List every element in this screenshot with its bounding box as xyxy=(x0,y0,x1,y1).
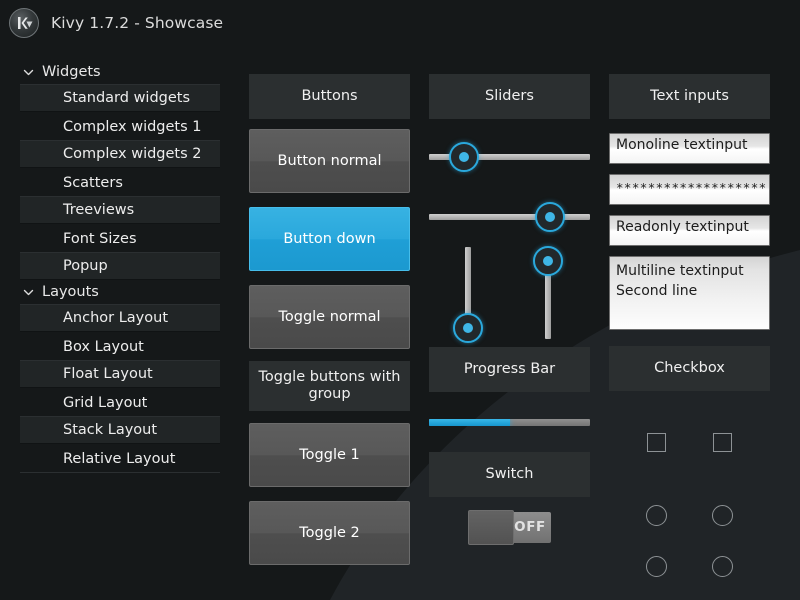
sidebar-item-standard-widgets[interactable]: Standard widgets xyxy=(20,84,220,112)
chevron-down-icon xyxy=(23,289,34,295)
button-down[interactable]: Button down xyxy=(249,207,410,271)
sidebar-group-label: Layouts xyxy=(42,284,99,300)
progress-bar-header: Progress Bar xyxy=(429,347,590,392)
slider-horizontal-2[interactable] xyxy=(429,187,590,247)
password-textinput[interactable]: ******************* xyxy=(609,174,770,205)
slider-track xyxy=(429,154,590,160)
toggle-group-header: Toggle buttons with group xyxy=(249,361,410,411)
slider-track xyxy=(429,214,590,220)
toggle-normal-button[interactable]: Toggle normal xyxy=(249,285,410,349)
sidebar-item-font-sizes[interactable]: Font Sizes xyxy=(63,230,137,247)
sidebar-item-treeviews[interactable]: Treeviews xyxy=(20,196,220,224)
toggle-2-button[interactable]: Toggle 2 xyxy=(249,501,410,565)
radio-button-2[interactable] xyxy=(712,505,734,526)
sidebar-group-layouts[interactable]: Layouts xyxy=(0,280,232,304)
slider-vertical-1[interactable] xyxy=(453,247,483,343)
progress-bar-fill xyxy=(429,418,510,426)
sidebar-group-widgets[interactable]: Widgets xyxy=(0,60,232,84)
radio-row-1 xyxy=(609,505,770,526)
switch-header: Switch xyxy=(429,452,590,497)
sidebar-tree: Widgets Standard widgets Complex widgets… xyxy=(0,60,232,473)
kivy-logo-icon xyxy=(9,8,39,38)
sidebar-item-float-layout[interactable]: Float Layout xyxy=(20,360,220,388)
slider-knob[interactable] xyxy=(449,142,480,172)
checkbox-grid xyxy=(609,433,770,577)
checkbox-row xyxy=(609,433,770,452)
checkbox-2[interactable] xyxy=(713,433,733,452)
switch-toggle[interactable]: OFF xyxy=(468,509,551,545)
sidebar-item-scatters[interactable]: Scatters xyxy=(63,174,123,191)
sidebar-item-complex-widgets-2[interactable]: Complex widgets 2 xyxy=(20,140,220,168)
slider-knob[interactable] xyxy=(534,202,565,232)
radio-button-1[interactable] xyxy=(645,505,667,526)
window-title: Kivy 1.7.2 - Showcase xyxy=(51,14,224,32)
sidebar-item-popup[interactable]: Popup xyxy=(20,252,220,280)
slider-knob[interactable] xyxy=(453,312,483,343)
radio-button-3[interactable] xyxy=(645,556,667,577)
multiline-textinput[interactable]: Multiline textinput Second line xyxy=(609,256,770,330)
switch-state-label: OFF xyxy=(514,519,546,535)
slider-vertical-2[interactable] xyxy=(533,245,563,339)
monoline-textinput[interactable]: Monoline textinput xyxy=(609,133,770,164)
toggle-1-button[interactable]: Toggle 1 xyxy=(249,423,410,487)
showcase-panels: Buttons Button normal Button down Toggle… xyxy=(249,74,789,594)
title-bar: Kivy 1.7.2 - Showcase xyxy=(0,0,800,46)
switch-knob[interactable] xyxy=(468,509,514,545)
progress-bar-wrap xyxy=(429,392,590,452)
checkbox-1[interactable] xyxy=(646,433,666,452)
progress-bar xyxy=(429,418,590,426)
switch-wrap: OFF xyxy=(429,497,590,557)
sliders-column: Sliders Progress B xyxy=(429,74,590,594)
textinputs-column: Text inputs Monoline textinput *********… xyxy=(609,74,770,594)
vertical-sliders-row xyxy=(429,245,590,343)
sliders-section-header: Sliders xyxy=(429,74,590,119)
buttons-section-header: Buttons xyxy=(249,74,410,119)
slider-horizontal-1[interactable] xyxy=(429,127,590,187)
checkbox-section-header: Checkbox xyxy=(609,346,770,391)
sidebar-item-box-layout[interactable]: Box Layout xyxy=(63,338,144,355)
readonly-textinput[interactable]: Readonly textinput xyxy=(609,215,770,246)
sidebar-item-stack-layout[interactable]: Stack Layout xyxy=(20,416,220,444)
button-normal[interactable]: Button normal xyxy=(249,129,410,193)
sidebar-item-grid-layout[interactable]: Grid Layout xyxy=(63,394,148,411)
buttons-column: Buttons Button normal Button down Toggle… xyxy=(249,74,410,594)
sidebar-divider xyxy=(20,472,220,473)
sidebar-item-relative-layout[interactable]: Relative Layout xyxy=(63,450,176,467)
textinputs-section-header: Text inputs xyxy=(609,74,770,119)
sidebar-group-label: Widgets xyxy=(42,64,101,80)
sidebar-item-anchor-layout[interactable]: Anchor Layout xyxy=(20,304,220,332)
radio-row-2 xyxy=(609,556,770,577)
chevron-down-icon xyxy=(23,69,34,75)
sidebar-item-complex-widgets-1[interactable]: Complex widgets 1 xyxy=(63,118,202,135)
slider-knob[interactable] xyxy=(533,245,563,276)
radio-button-4[interactable] xyxy=(712,556,734,577)
